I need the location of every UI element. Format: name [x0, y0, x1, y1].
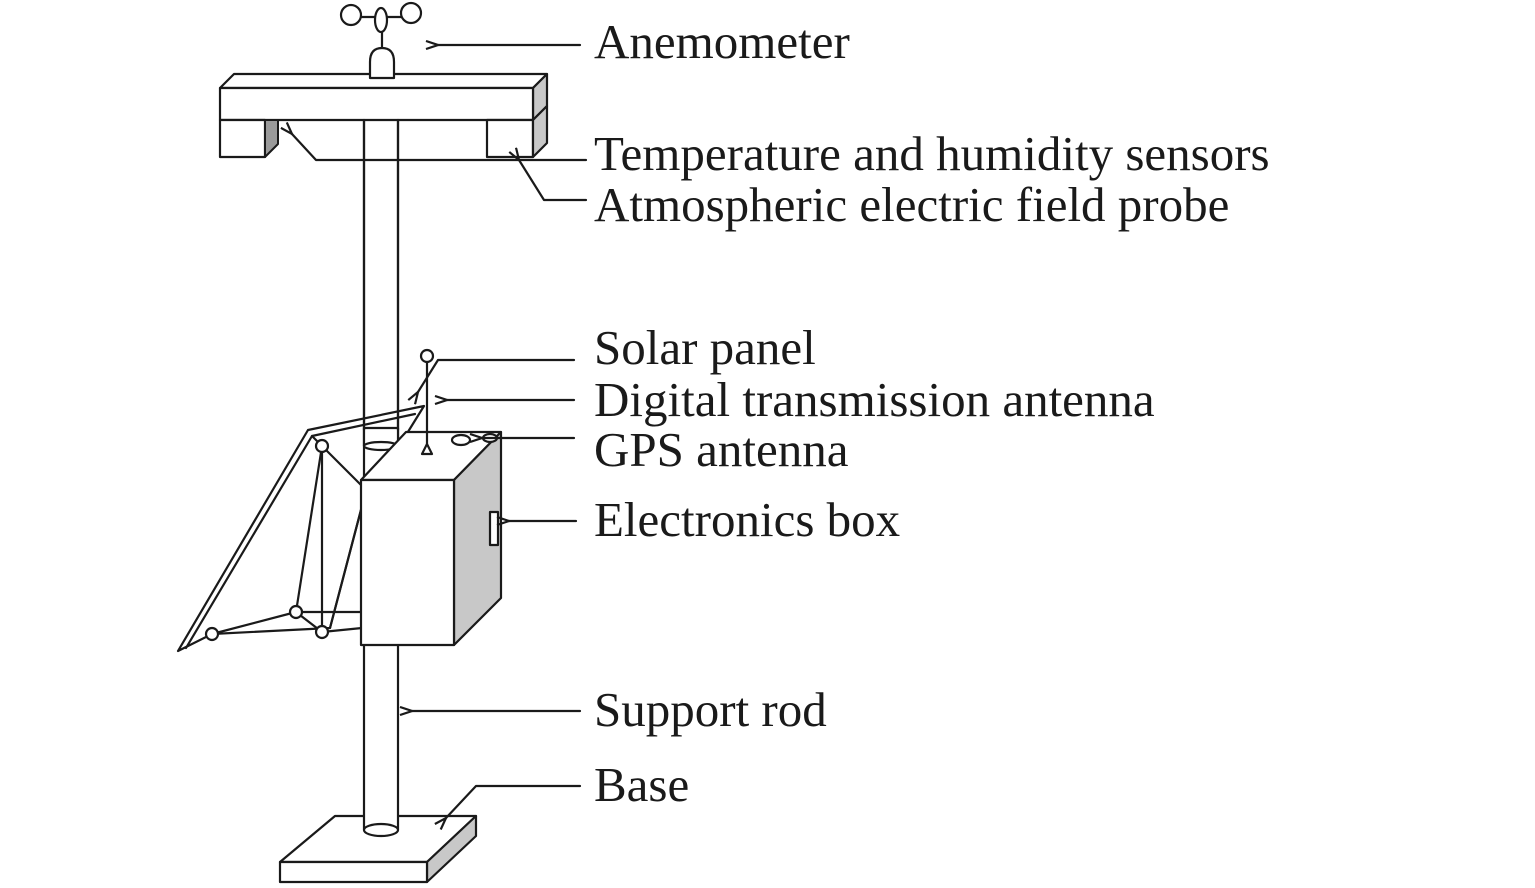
label-electronics-box: Electronics box [594, 492, 901, 547]
rod-top [362, 118, 400, 432]
anemometer-device [339, 1, 423, 80]
base-plate [278, 814, 478, 884]
label-atmospheric-electric-field-probe: Atmospheric electric field probe [594, 177, 1230, 232]
label-solar-panel: Solar panel [594, 320, 816, 375]
label-base: Base [594, 757, 690, 812]
label-gps-antenna: GPS antenna [594, 422, 849, 477]
cross-arm [218, 72, 549, 159]
label-digital-transmission-antenna: Digital transmission antenna [594, 372, 1155, 427]
leader-lines [292, 45, 588, 818]
solar-panel [176, 404, 426, 653]
label-temperature-humidity-sensors: Temperature and humidity sensors [594, 126, 1270, 181]
label-support-rod: Support rod [594, 682, 827, 737]
electronics-box [359, 430, 503, 647]
label-anemometer: Anemometer [594, 14, 850, 69]
